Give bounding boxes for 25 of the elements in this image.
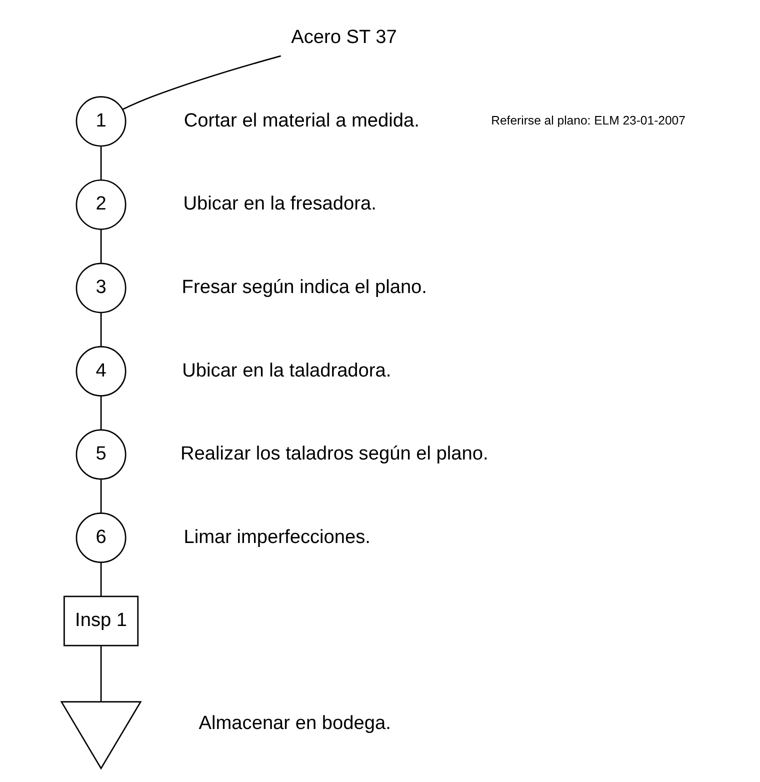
connector <box>100 646 102 702</box>
node-label: Cortar el material a medida. <box>183 110 419 132</box>
connector <box>100 312 102 346</box>
node-circle: 4 <box>75 346 126 396</box>
connector <box>100 562 102 596</box>
node-circle: 3 <box>75 262 126 314</box>
connector <box>100 229 102 264</box>
node-circle: 6 <box>75 512 126 563</box>
node-label: Ubicar en la fresadora. <box>182 194 376 215</box>
node-circle: 1 <box>75 96 126 147</box>
node-label: Limar imperfecciones. <box>183 526 370 548</box>
node-circle: 5 <box>75 429 126 480</box>
connector <box>100 479 102 513</box>
node-box: Insp 1 <box>63 596 138 646</box>
connector <box>100 146 102 180</box>
node-triangle <box>60 701 142 770</box>
connector <box>100 396 102 430</box>
label: Referirse al plano: ELM 23-01-2007 <box>490 113 685 128</box>
node-label: Almacenar en bodega. <box>198 713 390 734</box>
node-label: Ubicar en la taladradora. <box>182 360 391 382</box>
node-label: Fresar según indica el plano. <box>181 277 426 298</box>
node-circle: 2 <box>75 179 126 230</box>
node-label: Realizar los taladros según el plano. <box>180 444 488 465</box>
connector <box>122 55 281 110</box>
node-text: Acero ST 37 <box>290 27 396 48</box>
